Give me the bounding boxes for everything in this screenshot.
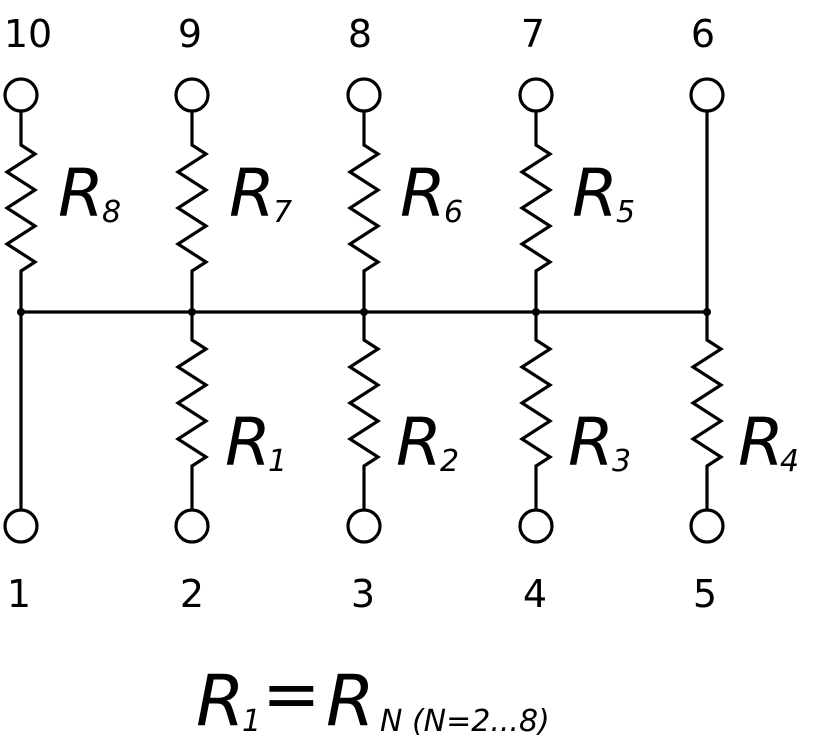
label-r7: R 7 xyxy=(229,155,292,232)
resistor-r2 xyxy=(347,338,381,468)
pin-number-5: 5 xyxy=(693,572,717,616)
pin-terminal xyxy=(174,508,210,544)
resistor-subscript: 1 xyxy=(268,444,287,479)
resistance-formula: R 1 = R N (N=2...8) xyxy=(196,653,550,742)
label-r2: R 2 xyxy=(396,404,459,481)
pin-number-7: 7 xyxy=(521,12,545,56)
label-r4: R 4 xyxy=(738,404,799,481)
resistor-letter: R xyxy=(400,155,446,232)
resistor-letter: R xyxy=(738,404,784,481)
label-r6: R 6 xyxy=(400,155,463,232)
resistor-letter: R xyxy=(225,404,271,481)
formula-right-subscript: N (N=2...8) xyxy=(380,704,550,739)
pin-terminal xyxy=(518,508,554,544)
pin-terminal xyxy=(346,508,382,544)
resistor-subscript: 5 xyxy=(616,195,635,230)
formula-equals: = xyxy=(262,653,321,735)
pin-number-8: 8 xyxy=(348,12,372,56)
resistor-r4 xyxy=(690,338,724,468)
label-r5: R 5 xyxy=(572,155,635,232)
pin-terminal xyxy=(3,77,39,113)
resistor-letter: R xyxy=(568,404,614,481)
resistor-r8 xyxy=(4,143,38,273)
label-r8: R 8 xyxy=(58,155,121,232)
resistor-subscript: 3 xyxy=(612,444,631,479)
pin-terminal xyxy=(689,508,725,544)
resistor-letter: R xyxy=(58,155,104,232)
resistor-subscript: 4 xyxy=(780,444,799,479)
resistor-r3 xyxy=(519,338,553,468)
resistor-r1 xyxy=(175,338,209,468)
resistor-r7 xyxy=(175,143,209,273)
pin-number-3: 3 xyxy=(351,572,375,616)
resistor-letter: R xyxy=(229,155,275,232)
formula-left-letter: R xyxy=(196,660,245,742)
pin-number-2: 2 xyxy=(180,572,204,616)
label-r3: R 3 xyxy=(568,404,631,481)
resistor-subscript: 6 xyxy=(444,195,463,230)
resistor-subscript: 2 xyxy=(440,444,459,479)
formula-right-letter: R xyxy=(326,660,375,742)
pin-number-10: 10 xyxy=(4,12,52,56)
pin-terminal xyxy=(174,77,210,113)
resistor-subscript: 8 xyxy=(102,195,121,230)
pin-terminal xyxy=(3,508,39,544)
formula-left-subscript: 1 xyxy=(242,704,261,739)
resistor-letter: R xyxy=(572,155,618,232)
label-r1: R 1 xyxy=(225,404,287,481)
pin-terminal xyxy=(518,77,554,113)
pin-number-6: 6 xyxy=(691,12,715,56)
resistor-r5 xyxy=(519,143,553,273)
resistor-letter: R xyxy=(396,404,442,481)
pin-terminal xyxy=(346,77,382,113)
pin-terminal xyxy=(689,77,725,113)
resistor-r6 xyxy=(347,143,381,273)
resistor-subscript: 7 xyxy=(273,195,292,230)
pin-number-4: 4 xyxy=(523,572,547,616)
pin-number-9: 9 xyxy=(178,12,202,56)
pin-number-1: 1 xyxy=(7,572,31,616)
